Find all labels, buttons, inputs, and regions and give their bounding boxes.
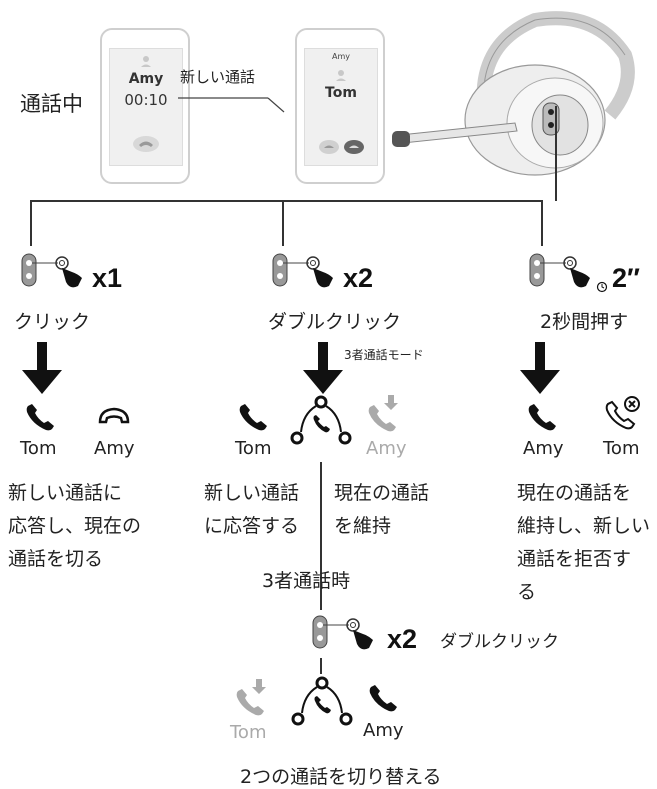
action-label: 2秒間押す [540,311,629,333]
button-press-icon [272,253,333,288]
click-count: x2 [387,624,418,654]
action-label: ダブルクリック [440,632,559,652]
branch-line [541,200,543,246]
col3-description-line: 通話を拒否す [517,548,632,570]
col2-left-description: 新しい通話 [204,482,300,504]
phone-hang-up-icon [98,407,130,424]
rejected-call-name: Tom [603,438,640,459]
action-label: クリック [14,311,91,333]
down-arrow-icon [303,342,343,394]
col1-description-line: 新しい通話に [8,482,123,504]
active-call-name: Tom [20,438,57,459]
branch-line [30,200,32,246]
phone1-call-timer: 00:10 [124,91,168,109]
phone-screen: Amy Tom [304,48,378,166]
phone-active-icon [369,685,397,712]
phone2-header-caller: Amy [332,52,350,61]
down-arrow-icon [22,342,62,394]
divider-line [320,462,322,600]
divider-line [320,658,322,674]
divider-line [320,594,322,610]
col1-description-line: 応答し、現在の [8,515,142,537]
phone-active-icon [528,404,556,431]
headset-illustration [392,11,635,176]
click-count: x2 [343,263,374,293]
right-call-name: Amy [363,720,404,741]
branch-line [555,106,557,201]
phone-in-call: Amy 00:10 [100,28,190,184]
phone-screen: Amy 00:10 [109,48,183,166]
col3-description-line: 維持し、新しい [517,515,651,537]
button-press-icon [529,253,590,288]
hold-duration: 2″ [612,263,640,293]
switch-calls-caption: 2つの通話を切り替える [240,766,442,788]
phone-active-icon [239,404,267,431]
col3-description-line: 現在の通話を [517,482,632,504]
ended-call-name: Amy [94,438,135,459]
three-way-mode-label: 3者通話モード [344,348,424,362]
in-call-label: 通話中 [20,92,83,116]
new-call-label: 新しい通話 [180,68,256,86]
phone2-caller-name: Tom [325,85,357,101]
col2-right-description: を維持 [334,515,392,537]
active-call-name: Amy [523,438,564,459]
left-call-name: Tom [235,438,272,459]
button-press-icon [21,253,82,288]
left-call-name: Tom [230,722,267,743]
click-count: x1 [92,263,123,293]
conference-call-icon [291,676,353,726]
phone-hold-icon [236,679,266,716]
down-arrow-icon [520,342,560,394]
conference-call-icon [290,395,352,445]
transition-arrow [178,97,285,113]
call-reject-icon [605,396,640,430]
branch-line [282,200,284,246]
right-call-name: Amy [366,438,407,459]
action-label: ダブルクリック [268,311,402,333]
col2-right-description: 現在の通話 [334,482,430,504]
three-way-state-label: 3者通話時 [262,570,351,592]
col2-left-description: に応答する [204,515,300,537]
phone1-caller-name: Amy [128,71,164,87]
clock-icon [596,281,608,293]
phone-active-icon [26,404,54,431]
phone-incoming-call: Amy Tom [295,28,385,184]
col3-description-line: る [517,581,537,603]
phone-hold-icon [368,395,398,432]
branch-line [30,200,542,202]
caller-avatar-icon [133,56,159,152]
button-press-icon [312,615,373,650]
col1-description-line: 通話を切る [8,548,104,570]
caller-avatar-icon [319,70,364,154]
